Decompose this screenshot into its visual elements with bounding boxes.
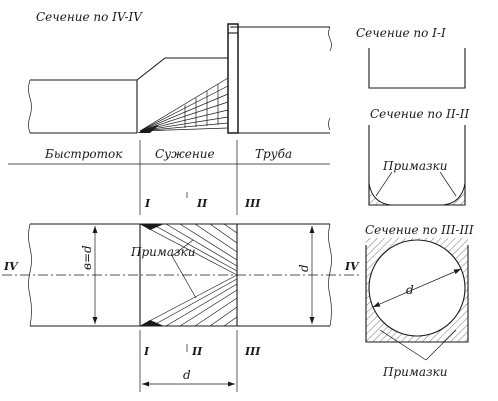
dim-b-eq-d: в=d (80, 245, 94, 270)
label-truba: Труба (255, 147, 292, 161)
dim-d-bottom: d (183, 368, 191, 382)
section-iv-title: Сечение по IV-IV (36, 10, 143, 24)
label-suzhenie: Сужение (155, 147, 215, 161)
label-primazki-iii: Примазки (382, 365, 447, 379)
label-primazki-plan: Примазки (130, 245, 195, 259)
roman-i-top: I (144, 197, 151, 210)
dim-d-circle: d (406, 283, 414, 297)
roman-iii-bottom: III (244, 345, 261, 358)
profile-view (29, 24, 332, 133)
section-i-shape (369, 48, 465, 88)
roman-i-bottom: I (143, 345, 150, 358)
roman-ii-top: II (196, 197, 208, 210)
dim-d-right: d (297, 264, 311, 272)
section-i-title: Сечение по I-I (356, 26, 446, 40)
plan-primazki-top (140, 224, 237, 275)
section-iii-title: Сечение по III-III (365, 223, 474, 237)
plan-primazki-bottom (140, 275, 237, 326)
label-bystrotok: Быстроток (44, 147, 123, 161)
roman-iv-right: IV (344, 260, 360, 273)
section-ii-shape (369, 125, 465, 205)
roman-ii-bottom: II (191, 345, 203, 358)
section-iii-shape (366, 238, 468, 360)
roman-iii-top: III (244, 197, 261, 210)
plan-view: в=d d (2, 224, 362, 326)
section-ii-title: Сечение по II-II (370, 107, 469, 121)
roman-iv-left: IV (3, 260, 19, 273)
profile-primazki-fan (137, 78, 228, 133)
label-primazki-ii: Примазки (382, 159, 447, 173)
